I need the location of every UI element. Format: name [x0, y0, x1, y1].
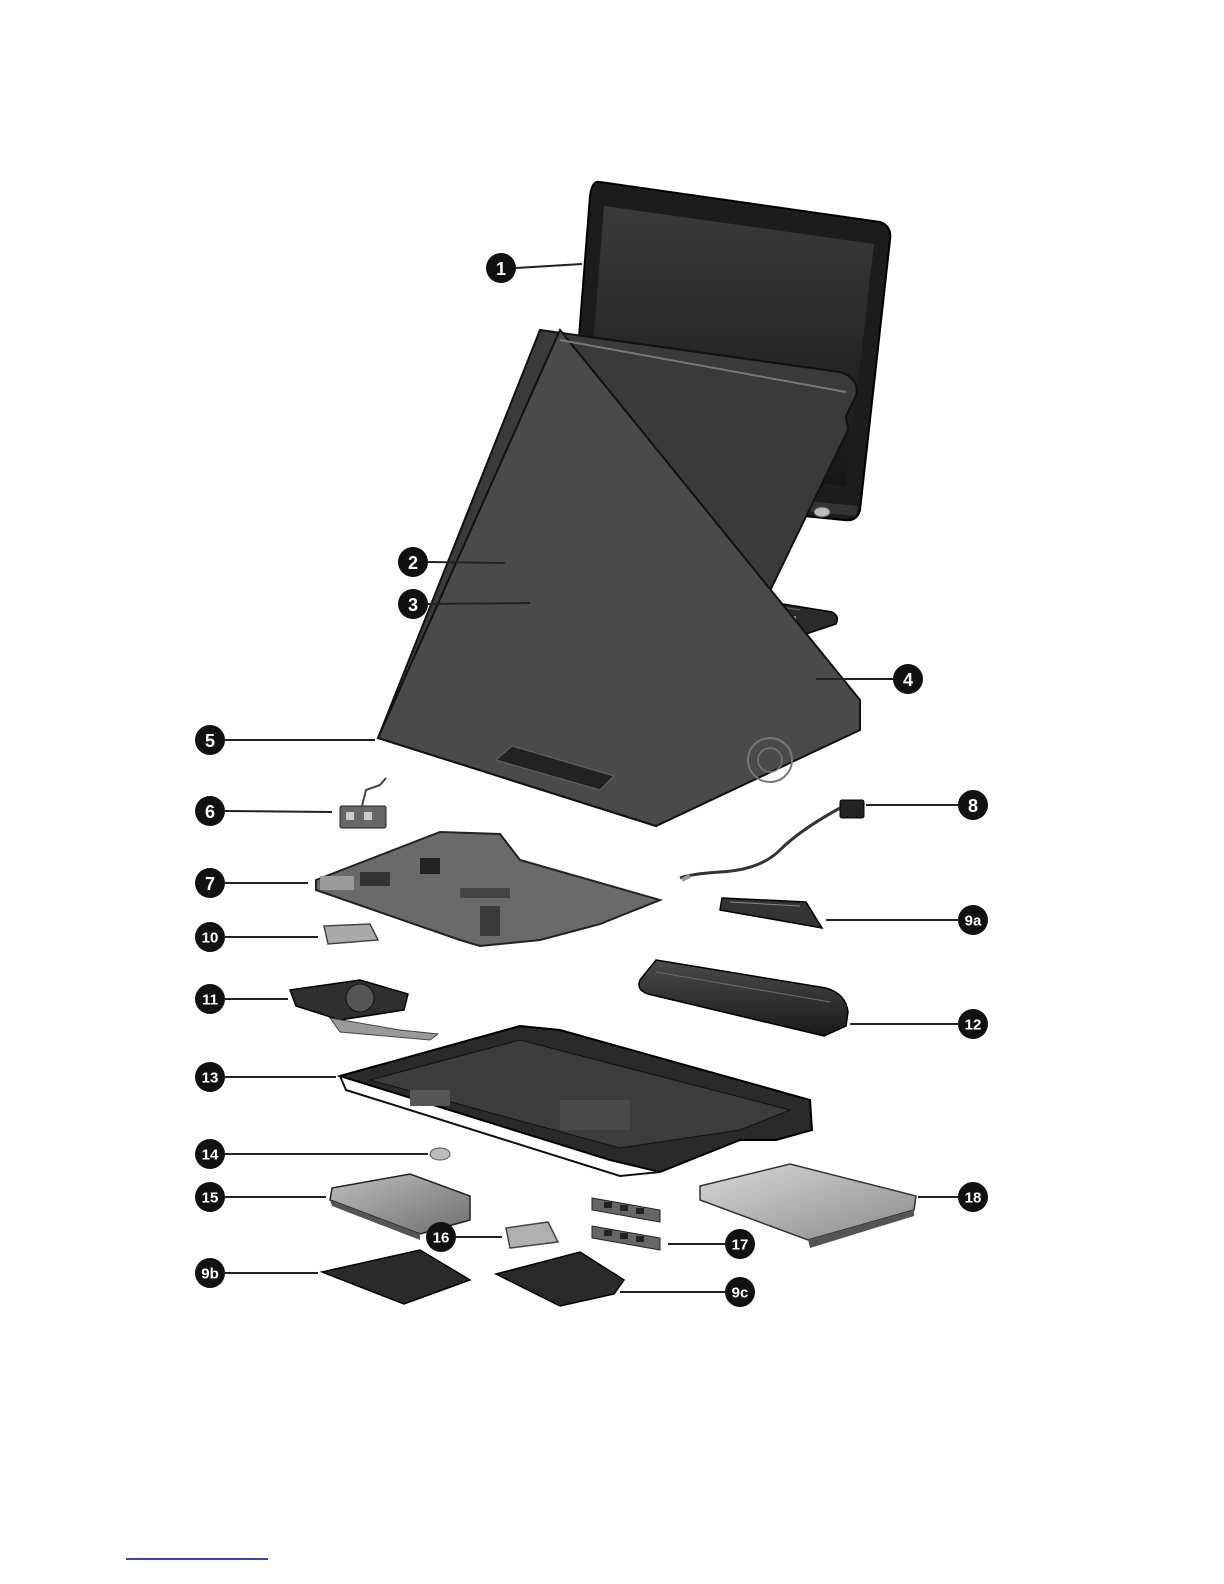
callout-16: 16 [426, 1222, 456, 1252]
memory-modules-part [592, 1198, 660, 1250]
callout-1: 1 [486, 253, 516, 283]
callout-label: 12 [965, 1017, 982, 1034]
callout-label: 18 [965, 1190, 982, 1207]
callout-label: 2 [408, 553, 418, 573]
callout-12: 12 [958, 1009, 988, 1039]
callout-label: 13 [202, 1070, 219, 1087]
hard-drive-cover-part [322, 1250, 470, 1304]
callout-label: 9a [965, 913, 982, 930]
callout-label: 15 [202, 1190, 219, 1207]
callout-15: 15 [195, 1182, 225, 1212]
fan-heatsink-part [290, 980, 438, 1040]
callout-label: 5 [205, 731, 215, 751]
callout-17: 17 [725, 1229, 755, 1259]
leader-line-6 [225, 811, 332, 812]
callout-label: 1 [496, 259, 506, 279]
callout-7: 7 [195, 868, 225, 898]
callout-2: 2 [398, 547, 428, 577]
rtc-battery-part [430, 1148, 450, 1160]
callout-4: 4 [893, 664, 923, 694]
callout-label: 17 [732, 1237, 749, 1254]
callout-3: 3 [398, 589, 428, 619]
callout-label: 16 [433, 1230, 450, 1247]
callout-label: 6 [205, 802, 215, 822]
leader-line-2 [428, 562, 505, 563]
callout-9c: 9c [725, 1277, 755, 1307]
top-cover-part [378, 330, 860, 826]
callout-14: 14 [195, 1139, 225, 1169]
callout-13: 13 [195, 1062, 225, 1092]
callout-18: 18 [958, 1182, 988, 1212]
callout-11: 11 [195, 984, 225, 1014]
callout-8: 8 [958, 790, 988, 820]
callout-label: 3 [408, 595, 418, 615]
modem-module-part [506, 1222, 558, 1248]
usb-board-part [340, 778, 386, 828]
wlan-module-part [324, 924, 378, 944]
callout-label: 8 [968, 796, 978, 816]
callout-label: 9b [201, 1266, 219, 1283]
memory-cover-part [496, 1252, 624, 1306]
power-connector-cable-part [680, 800, 864, 880]
battery-part [639, 960, 848, 1036]
callout-9a: 9a [958, 905, 988, 935]
callout-label: 10 [202, 930, 219, 947]
callout-label: 11 [202, 992, 218, 1009]
footer-link-rule [126, 1558, 268, 1560]
callout-label: 9c [732, 1285, 749, 1302]
callout-10: 10 [195, 922, 225, 952]
callout-label: 14 [202, 1147, 219, 1164]
callout-6: 6 [195, 796, 225, 826]
callout-9b: 9b [195, 1258, 225, 1288]
expresscard-cover-part [720, 898, 822, 928]
callout-label: 7 [205, 874, 215, 894]
callout-label: 4 [903, 670, 913, 690]
callout-5: 5 [195, 725, 225, 755]
leader-line-1 [516, 264, 582, 268]
leader-line-3 [428, 603, 530, 604]
